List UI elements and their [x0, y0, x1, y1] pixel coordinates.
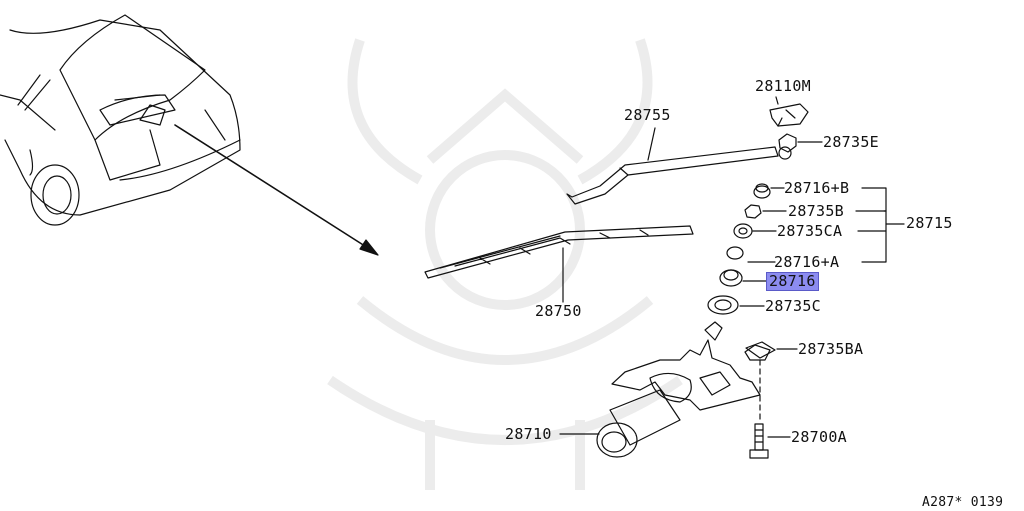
wiper-arm-28755	[566, 127, 792, 205]
part-label-28755[interactable]: 28755	[624, 106, 671, 124]
nut-28735B	[744, 204, 787, 219]
watermark-emblem	[327, 38, 683, 490]
locator-arrow	[174, 124, 379, 256]
diagram-reference-code: A287* 0139	[922, 495, 1004, 510]
bolt-28700A	[749, 423, 791, 459]
part-label-28700A[interactable]: 28700A	[791, 428, 847, 446]
bushing-28716B	[753, 183, 785, 199]
part-label-28716-selected[interactable]: 28716	[766, 272, 819, 291]
part-label-28710[interactable]: 28710	[505, 425, 552, 443]
bushing-28716	[719, 269, 767, 287]
part-label-28715[interactable]: 28715	[906, 214, 953, 232]
bracket-28715	[855, 187, 905, 263]
part-label-28735C[interactable]: 28735C	[765, 297, 821, 315]
part-label-28750[interactable]: 28750	[535, 302, 582, 320]
seal-28735C	[707, 295, 765, 315]
cap-28110M	[769, 103, 809, 127]
part-label-28735B[interactable]: 28735B	[788, 202, 844, 220]
part-label-28716A[interactable]: 28716+A	[774, 253, 840, 271]
wiper-blade-28750	[424, 225, 694, 303]
clip-28735BA	[745, 341, 798, 421]
part-label-28735E[interactable]: 28735E	[823, 133, 879, 151]
part-label-28735BA[interactable]: 28735BA	[798, 340, 864, 358]
part-label-28716B[interactable]: 28716+B	[784, 179, 850, 197]
part-label-28110M[interactable]: 28110M	[755, 77, 811, 95]
car-rear-illustration	[0, 14, 241, 226]
washer-28716A	[726, 246, 776, 263]
motor-assembly-28710	[559, 321, 771, 458]
nut-28735E	[778, 133, 823, 153]
part-label-28735CA[interactable]: 28735CA	[777, 222, 843, 240]
washer-28735CA	[733, 223, 777, 239]
